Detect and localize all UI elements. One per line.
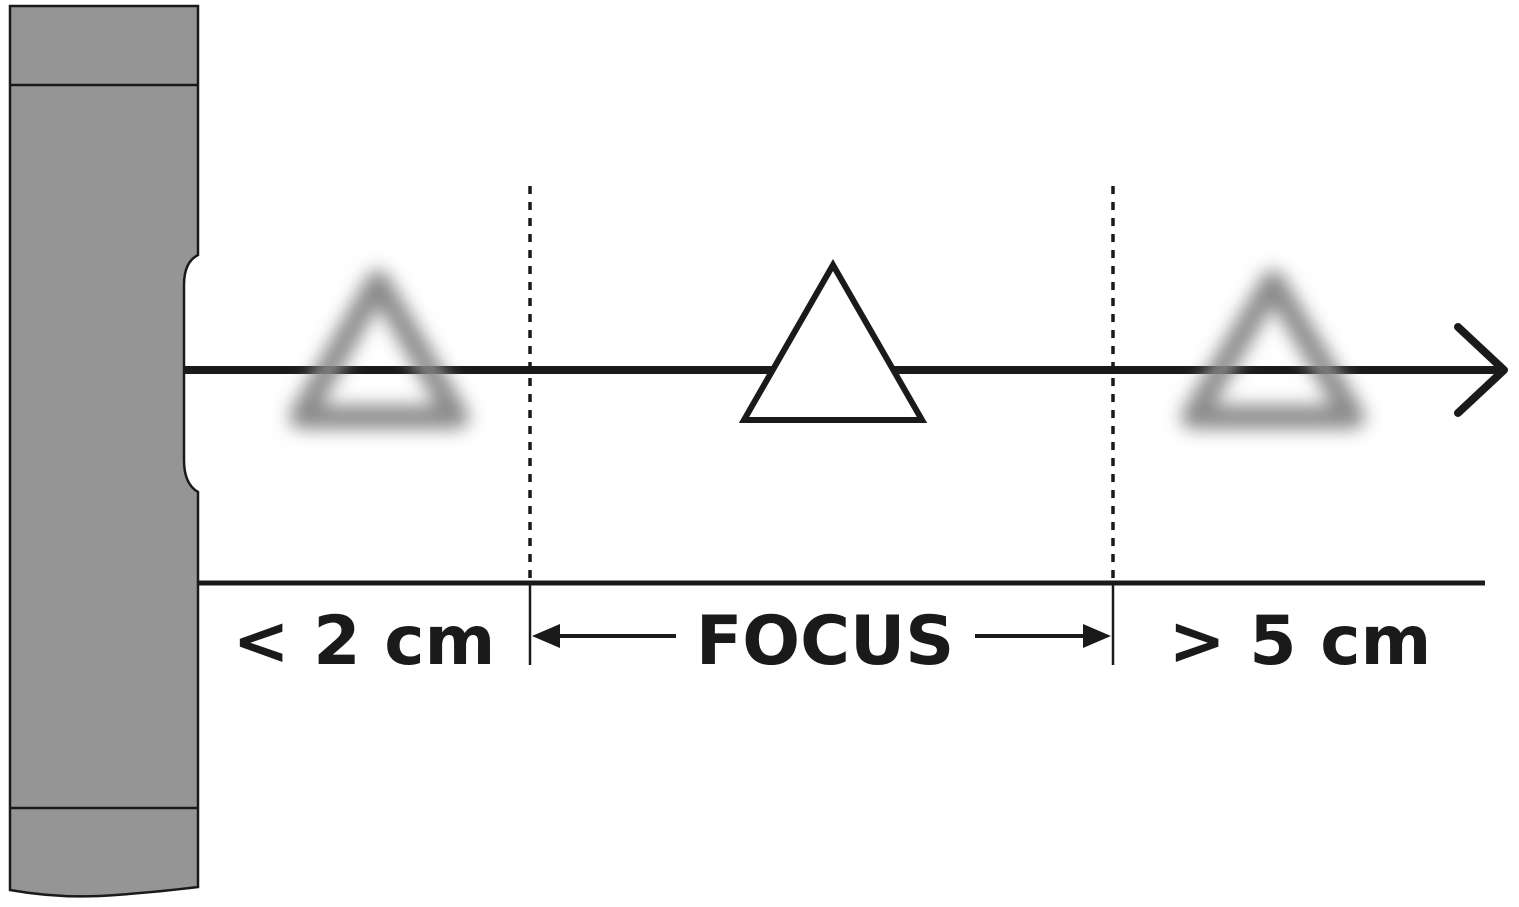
device-housing [8, 4, 200, 898]
near-distance-label: < 2 cm [233, 602, 496, 681]
focus-label: FOCUS [696, 602, 954, 681]
focus-object-triangle [738, 258, 928, 423]
far-distance-label: > 5 cm [1169, 602, 1432, 681]
optical-axis-arrowhead [1454, 323, 1508, 417]
focus-left-arrowhead [532, 624, 560, 648]
near-object-blurred-triangle [289, 270, 469, 429]
focus-right-arrowhead [1083, 624, 1111, 648]
far-object-blurred-triangle [1181, 270, 1365, 429]
device-body [8, 4, 200, 898]
